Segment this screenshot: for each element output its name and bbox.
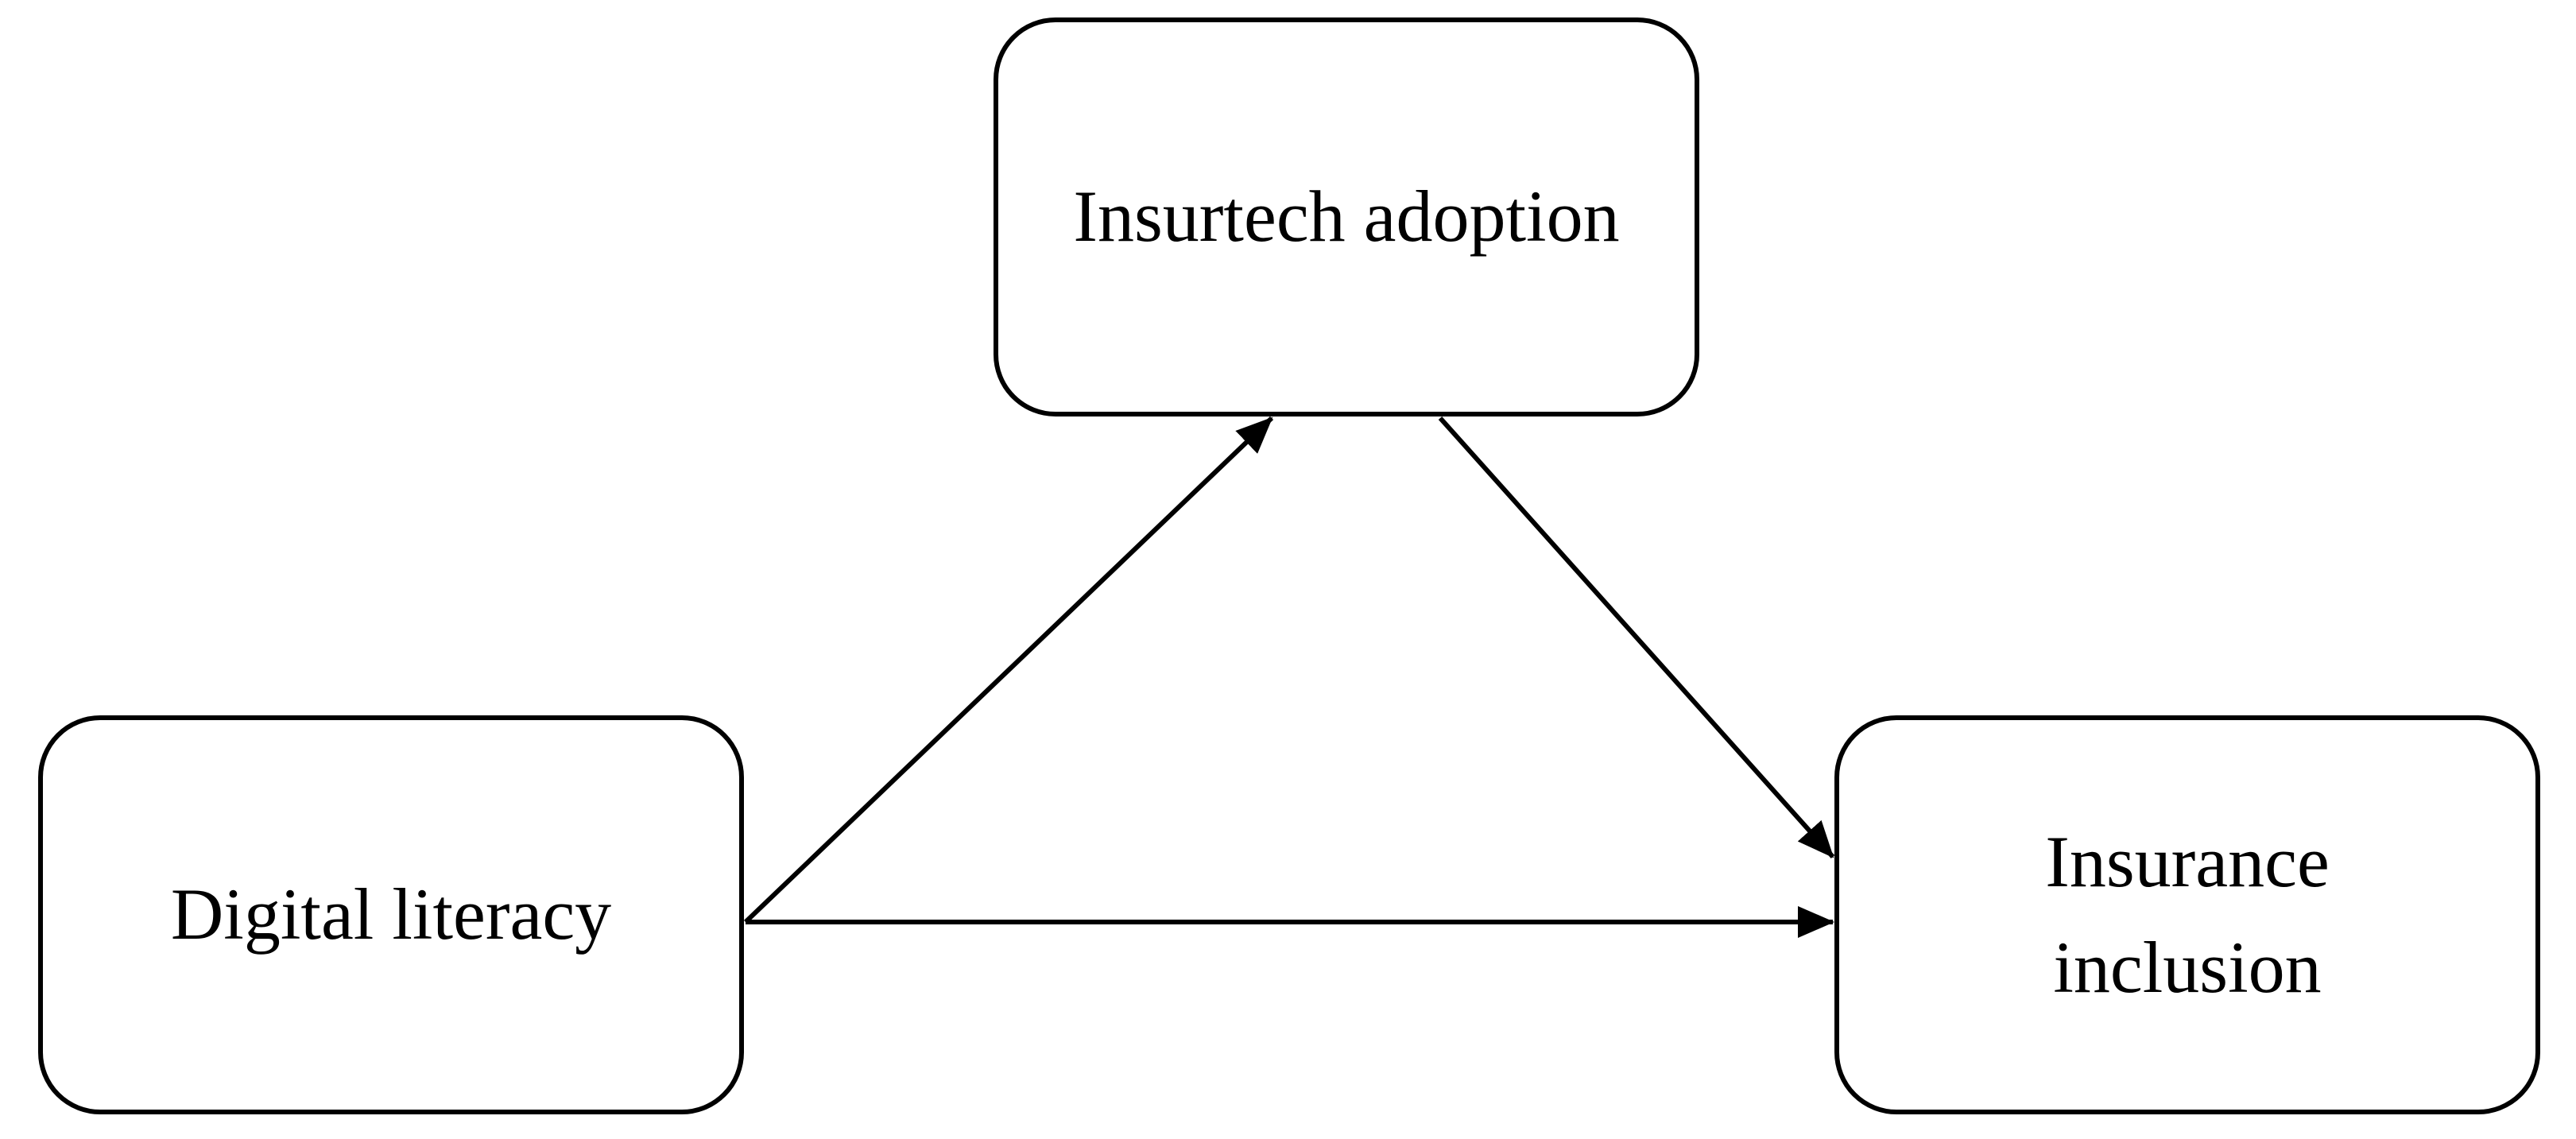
node-label-digital-literacy: Digital literacy — [170, 874, 612, 955]
node-digital-literacy: Digital literacy — [38, 715, 744, 1114]
node-label-insurance-inclusion: Insurance inclusion — [2045, 820, 2330, 1008]
node-label-insurtech-adoption: Insurtech adoption — [1073, 176, 1620, 258]
arrow-adoption-to-inclusion — [1438, 416, 1835, 859]
node-insurance-inclusion: Insurance inclusion — [1834, 715, 2540, 1114]
arrow-literacy-to-adoption — [743, 416, 1274, 924]
node-insurtech-adoption: Insurtech adoption — [994, 17, 1699, 416]
